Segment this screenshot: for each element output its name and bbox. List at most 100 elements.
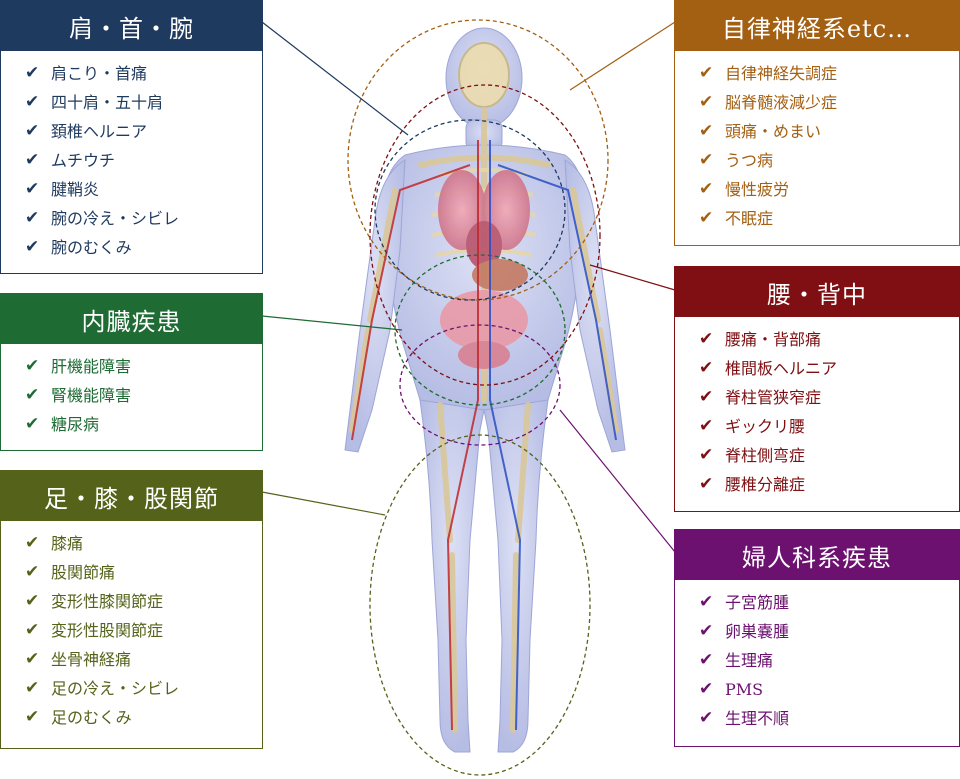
check-icon: ✔	[25, 414, 40, 434]
symptom-label: 変形性股関節症	[51, 621, 164, 640]
symptom-item: ✔ 腕の冷え・シビレ	[25, 204, 262, 233]
symptom-label: ギックリ腰	[725, 417, 806, 436]
symptom-item: ✔ 自律神経失調症	[699, 59, 959, 88]
check-icon: ✔	[699, 592, 714, 612]
symptom-item: ✔ 腎機能障害	[25, 381, 262, 410]
blood-vessels	[351, 140, 617, 731]
panel-autonomic-nervous: 自律神経系etc… ✔ 自律神経失調症 ✔脳脊髄液減少症 ✔ 頭痛・めまい ✔ うつ病 ✔ 慢性…	[674, 0, 960, 246]
symptom-item: ✔ 足の冷え・シビレ	[25, 674, 262, 703]
check-icon: ✔	[25, 356, 40, 376]
symptom-item: ✔ 坐骨神経痛	[25, 645, 262, 674]
symptom-item: ✔糖尿病	[25, 410, 262, 439]
panel-title: 足・膝・股関節	[1, 471, 262, 521]
panel-legs-knee-hip: 足・膝・股関節 ✔膝痛✔股関節痛✔変形性膝関節症✔変形性股関節症✔坐骨神経痛✔足…	[0, 470, 263, 749]
check-icon: ✔	[699, 150, 714, 170]
panel-title: 自律神経系etc…	[675, 1, 959, 51]
symptom-item: ✔ 慢性疲労	[699, 175, 959, 204]
panel-gynecological: 婦人科系疾患 ✔ 子宮筋腫 ✔ 卵巣嚢腫 ✔生理痛 ✔ PMS ✔ 生理不順	[674, 529, 960, 747]
check-icon: ✔	[25, 121, 40, 141]
symptom-item: ✔ 腕のむくみ	[25, 233, 262, 262]
symptom-label: PMS	[725, 680, 764, 699]
symptom-item: ✔ 椎間板ヘルニア	[699, 354, 959, 383]
symptom-label: 子宮筋腫	[725, 593, 790, 612]
symptom-label: 自律神経失調症	[725, 64, 838, 83]
leader-lines	[261, 21, 676, 553]
symptom-label: 腕のむくみ	[51, 238, 132, 257]
panel-lower-back: 腰・背中 ✔腰痛・背部痛✔椎間板ヘルニア✔脊柱管狭窄症✔ギックリ腰✔脊柱側弯症✔…	[674, 266, 960, 512]
check-icon: ✔	[699, 358, 714, 378]
symptom-list: ✔ 子宮筋腫 ✔ 卵巣嚢腫 ✔生理痛 ✔ PMS ✔ 生理不順	[675, 580, 959, 733]
symptom-item: ✔ 肝機能障害	[25, 352, 262, 381]
symptom-list: ✔膝痛✔股関節痛✔変形性膝関節症✔変形性股関節症✔坐骨神経痛✔足の冷え・シビレ✔…	[1, 521, 262, 732]
symptom-list: ✔ 肝機能障害 ✔ 腎機能障害 ✔糖尿病	[1, 344, 262, 439]
symptom-label: 股関節痛	[51, 563, 116, 582]
symptom-item: ✔生理痛	[699, 646, 959, 675]
symptom-item: ✔ムチウチ	[25, 146, 262, 175]
check-icon: ✔	[699, 63, 714, 83]
panel-title: 腰・背中	[675, 267, 959, 317]
check-icon: ✔	[25, 678, 40, 698]
symptom-list: ✔腰痛・背部痛✔椎間板ヘルニア✔脊柱管狭窄症✔ギックリ腰✔脊柱側弯症✔腰椎分離症	[675, 317, 959, 499]
symptom-label: 脳脊髄液減少症	[725, 93, 838, 112]
check-icon: ✔	[25, 385, 40, 405]
symptom-item: ✔ 足のむくみ	[25, 703, 262, 732]
symptom-label: 肝機能障害	[51, 357, 132, 376]
symptom-label: 足のむくみ	[51, 708, 132, 727]
symptom-list: ✔肩こり・首痛✔四十肩・五十肩✔頚椎ヘルニア✔ムチウチ✔腱鞘炎✔腕の冷え・シビレ…	[1, 51, 262, 262]
symptom-label: 頚椎ヘルニア	[51, 122, 148, 141]
panel-title: 婦人科系疾患	[675, 530, 959, 580]
panel-shoulder-neck-arm: 肩・首・腕 ✔肩こり・首痛✔四十肩・五十肩✔頚椎ヘルニア✔ムチウチ✔腱鞘炎✔腕の…	[0, 0, 263, 274]
symptom-label: 慢性疲労	[725, 180, 790, 199]
check-icon: ✔	[699, 179, 714, 199]
symptom-label: 腕の冷え・シビレ	[51, 209, 180, 228]
symptom-item: ✔不眠症	[699, 204, 959, 233]
symptom-label: 足の冷え・シビレ	[51, 679, 180, 698]
symptom-item: ✔ 変形性股関節症	[25, 616, 262, 645]
check-icon: ✔	[25, 649, 40, 669]
check-icon: ✔	[699, 621, 714, 641]
check-icon: ✔	[25, 591, 40, 611]
check-icon: ✔	[25, 620, 40, 640]
symptom-label: 坐骨神経痛	[51, 650, 132, 669]
check-icon: ✔	[699, 445, 714, 465]
symptom-label: 変形性膝関節症	[51, 592, 164, 611]
check-icon: ✔	[699, 416, 714, 436]
check-icon: ✔	[699, 679, 714, 699]
symptom-item: ✔脳脊髄液減少症	[699, 88, 959, 117]
symptom-label: 不眠症	[725, 209, 774, 228]
symptom-item: ✔ 変形性膝関節症	[25, 587, 262, 616]
check-icon: ✔	[25, 92, 40, 112]
symptom-label: うつ病	[725, 151, 774, 170]
check-icon: ✔	[699, 121, 714, 141]
symptom-item: ✔ うつ病	[699, 146, 959, 175]
check-icon: ✔	[699, 708, 714, 728]
check-icon: ✔	[25, 208, 40, 228]
symptom-label: 脊柱側弯症	[725, 446, 806, 465]
symptom-label: 卵巣嚢腫	[725, 622, 790, 641]
symptom-item: ✔ 頚椎ヘルニア	[25, 117, 262, 146]
skeleton	[349, 42, 619, 733]
symptom-item: ✔脊柱管狭窄症	[699, 383, 959, 412]
symptom-item: ✔膝痛	[25, 529, 262, 558]
check-icon: ✔	[25, 707, 40, 727]
check-icon: ✔	[25, 562, 40, 582]
check-icon: ✔	[699, 329, 714, 349]
symptom-label: 生理不順	[725, 709, 790, 728]
check-icon: ✔	[25, 63, 40, 83]
symptom-item: ✔ PMS	[699, 675, 959, 704]
symptom-label: ムチウチ	[51, 151, 116, 170]
check-icon: ✔	[699, 474, 714, 494]
symptom-item: ✔ 生理不順	[699, 704, 959, 733]
symptom-label: 腎機能障害	[51, 386, 132, 405]
symptom-item: ✔肩こり・首痛	[25, 59, 262, 88]
check-icon: ✔	[25, 237, 40, 257]
symptom-label: 椎間板ヘルニア	[725, 359, 838, 378]
panel-title: 内臓疾患	[1, 294, 262, 344]
check-icon: ✔	[25, 533, 40, 553]
region-outlines	[347, 19, 609, 776]
symptom-item: ✔ 頭痛・めまい	[699, 117, 959, 146]
symptom-label: 頭痛・めまい	[725, 122, 822, 141]
panel-title: 肩・首・腕	[1, 1, 262, 51]
symptom-item: ✔四十肩・五十肩	[25, 88, 262, 117]
